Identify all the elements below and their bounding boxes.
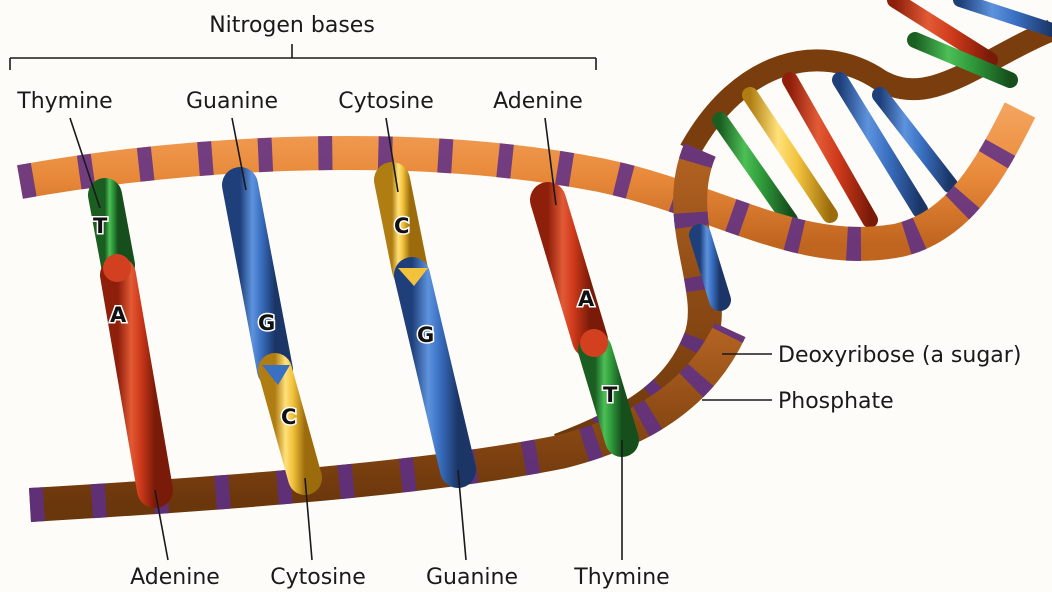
label-top-thymine: Thymine	[16, 89, 112, 114]
label-bottom-cytosine: Cytosine	[270, 565, 366, 590]
label-top-guanine: Guanine	[186, 89, 278, 114]
base-letter-a1: A	[110, 303, 127, 327]
base-pair-4: A T	[548, 200, 622, 440]
label-deoxyribose: Deoxyribose (a sugar)	[778, 343, 1021, 368]
base-letter-c3: C	[394, 214, 409, 238]
right-labels: Deoxyribose (a sugar) Phosphate	[702, 343, 1021, 414]
base-letter-c2: C	[281, 405, 296, 429]
base-letter-t4: T	[603, 383, 618, 407]
base-letter-g2: G	[258, 311, 275, 335]
base-letter-t1: T	[93, 214, 108, 238]
base-pair-3: C G	[392, 180, 458, 470]
background-helix	[690, 0, 1052, 220]
label-phosphate: Phosphate	[778, 389, 894, 414]
nitrogen-bases-bracket	[10, 44, 596, 70]
base-letter-g3: G	[417, 323, 434, 347]
label-top-adenine: Adenine	[493, 89, 583, 114]
label-bottom-guanine: Guanine	[426, 565, 518, 590]
base-pair-1: T A	[93, 195, 155, 490]
label-bottom-adenine: Adenine	[130, 565, 220, 590]
label-bottom-thymine: Thymine	[573, 565, 669, 590]
label-top-cytosine: Cytosine	[338, 89, 434, 114]
base-pair-2: G C	[240, 185, 305, 478]
nitrogen-bases-title: Nitrogen bases	[209, 13, 375, 38]
base-letter-a4: A	[578, 287, 595, 311]
